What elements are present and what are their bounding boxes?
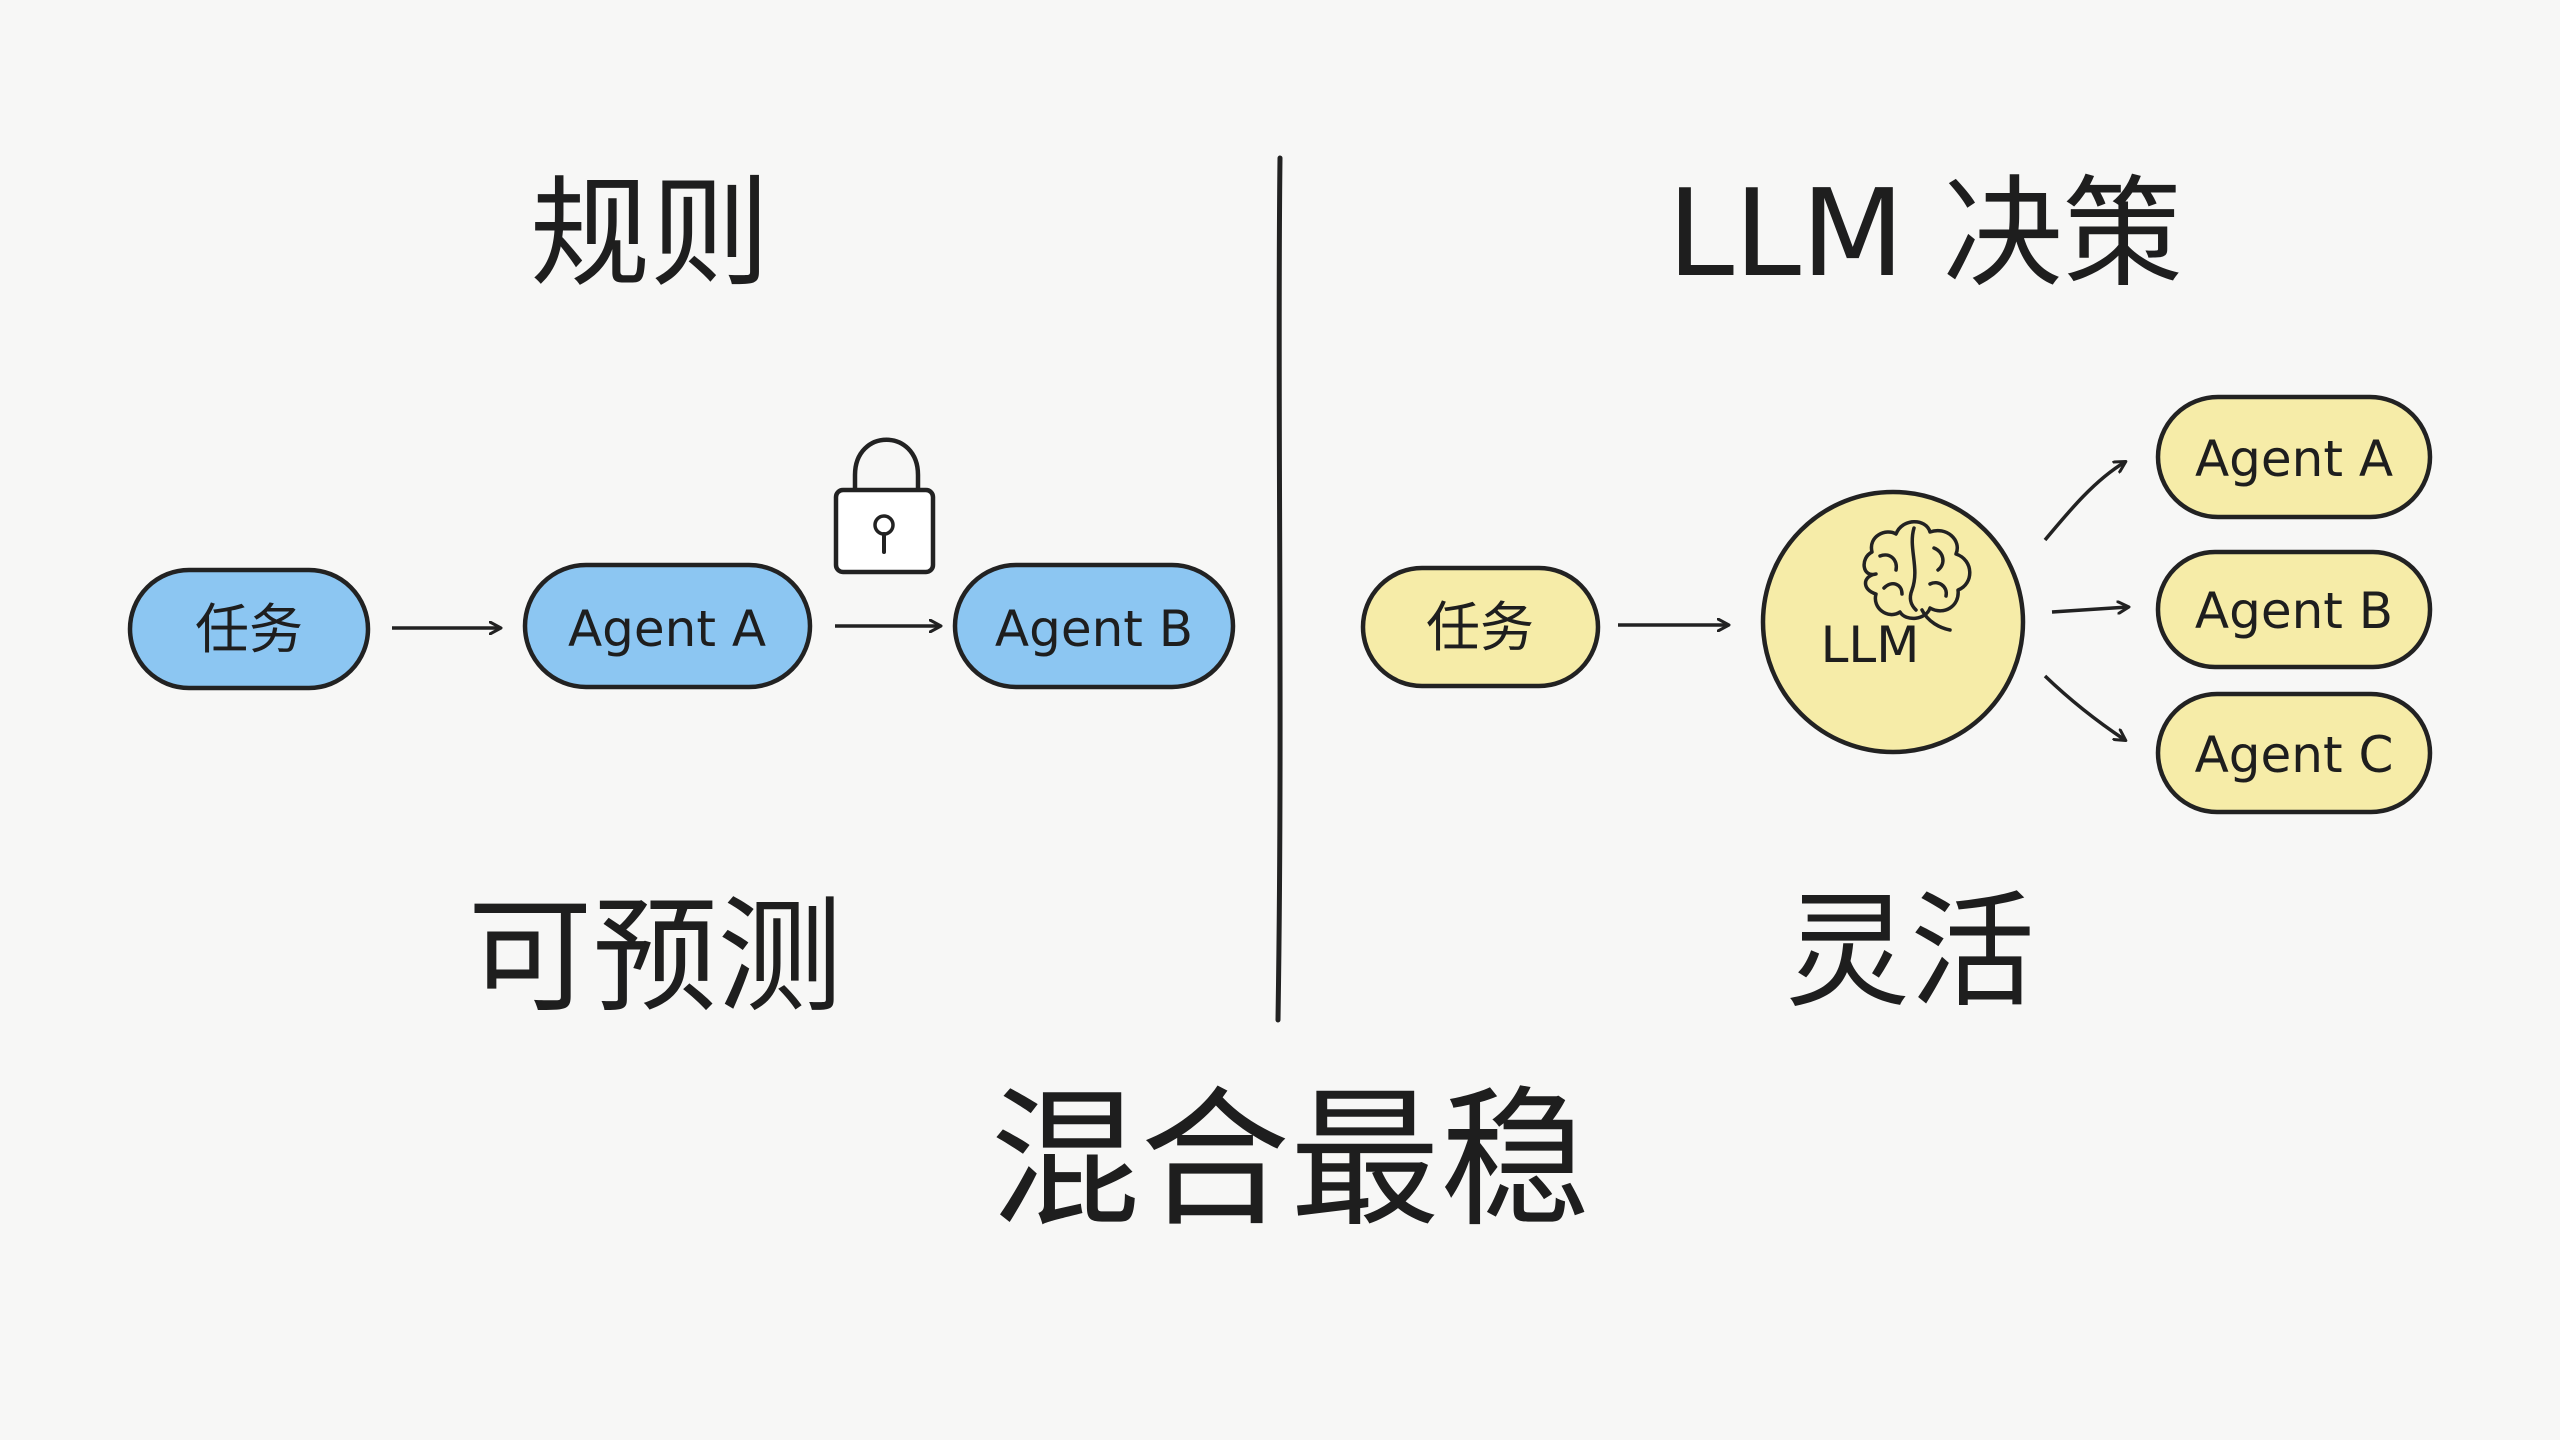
llm-label: LLM (1821, 616, 1920, 674)
right-heading: LLM 决策 (1667, 165, 2182, 304)
lock-icon (833, 437, 936, 575)
left-task-label: 任务 (195, 598, 303, 661)
brain-icon (1862, 520, 1972, 632)
right-agent-c-node: Agent C (2155, 691, 2433, 815)
right-agent-b-node: Agent B (2155, 549, 2433, 670)
left-agent-b-node: Agent B (952, 562, 1236, 690)
right-arrow-llm-agent-a (2043, 462, 2125, 542)
left-flow: 任务 Agent A Agent B (127, 437, 1236, 691)
right-agent-a-node: Agent A (2155, 394, 2433, 520)
right-task-node: 任务 (1360, 565, 1601, 689)
left-task-node: 任务 (127, 567, 371, 691)
right-caption: 灵活 (1785, 880, 2035, 1025)
right-agent-c-label: Agent C (2195, 726, 2394, 784)
right-agent-a-label: Agent A (2195, 430, 2393, 488)
conclusion-text: 混合最稳 (990, 1074, 1590, 1248)
left-agent-a-node: Agent A (522, 562, 813, 690)
left-caption: 可预测 (468, 885, 843, 1030)
right-flow: 任务 LLM Agent A Agent B Agent (1360, 394, 2433, 815)
right-arrow-llm-agent-b (2051, 607, 2128, 612)
right-agent-b-label: Agent B (2195, 582, 2393, 640)
right-arrow-llm-agent-c (2043, 674, 2125, 740)
center-divider (1275, 155, 1283, 1023)
left-agent-a-label: Agent A (568, 600, 766, 658)
left-agent-b-label: Agent B (995, 600, 1193, 658)
left-heading: 规则 (530, 165, 770, 304)
right-task-label: 任务 (1426, 596, 1534, 659)
